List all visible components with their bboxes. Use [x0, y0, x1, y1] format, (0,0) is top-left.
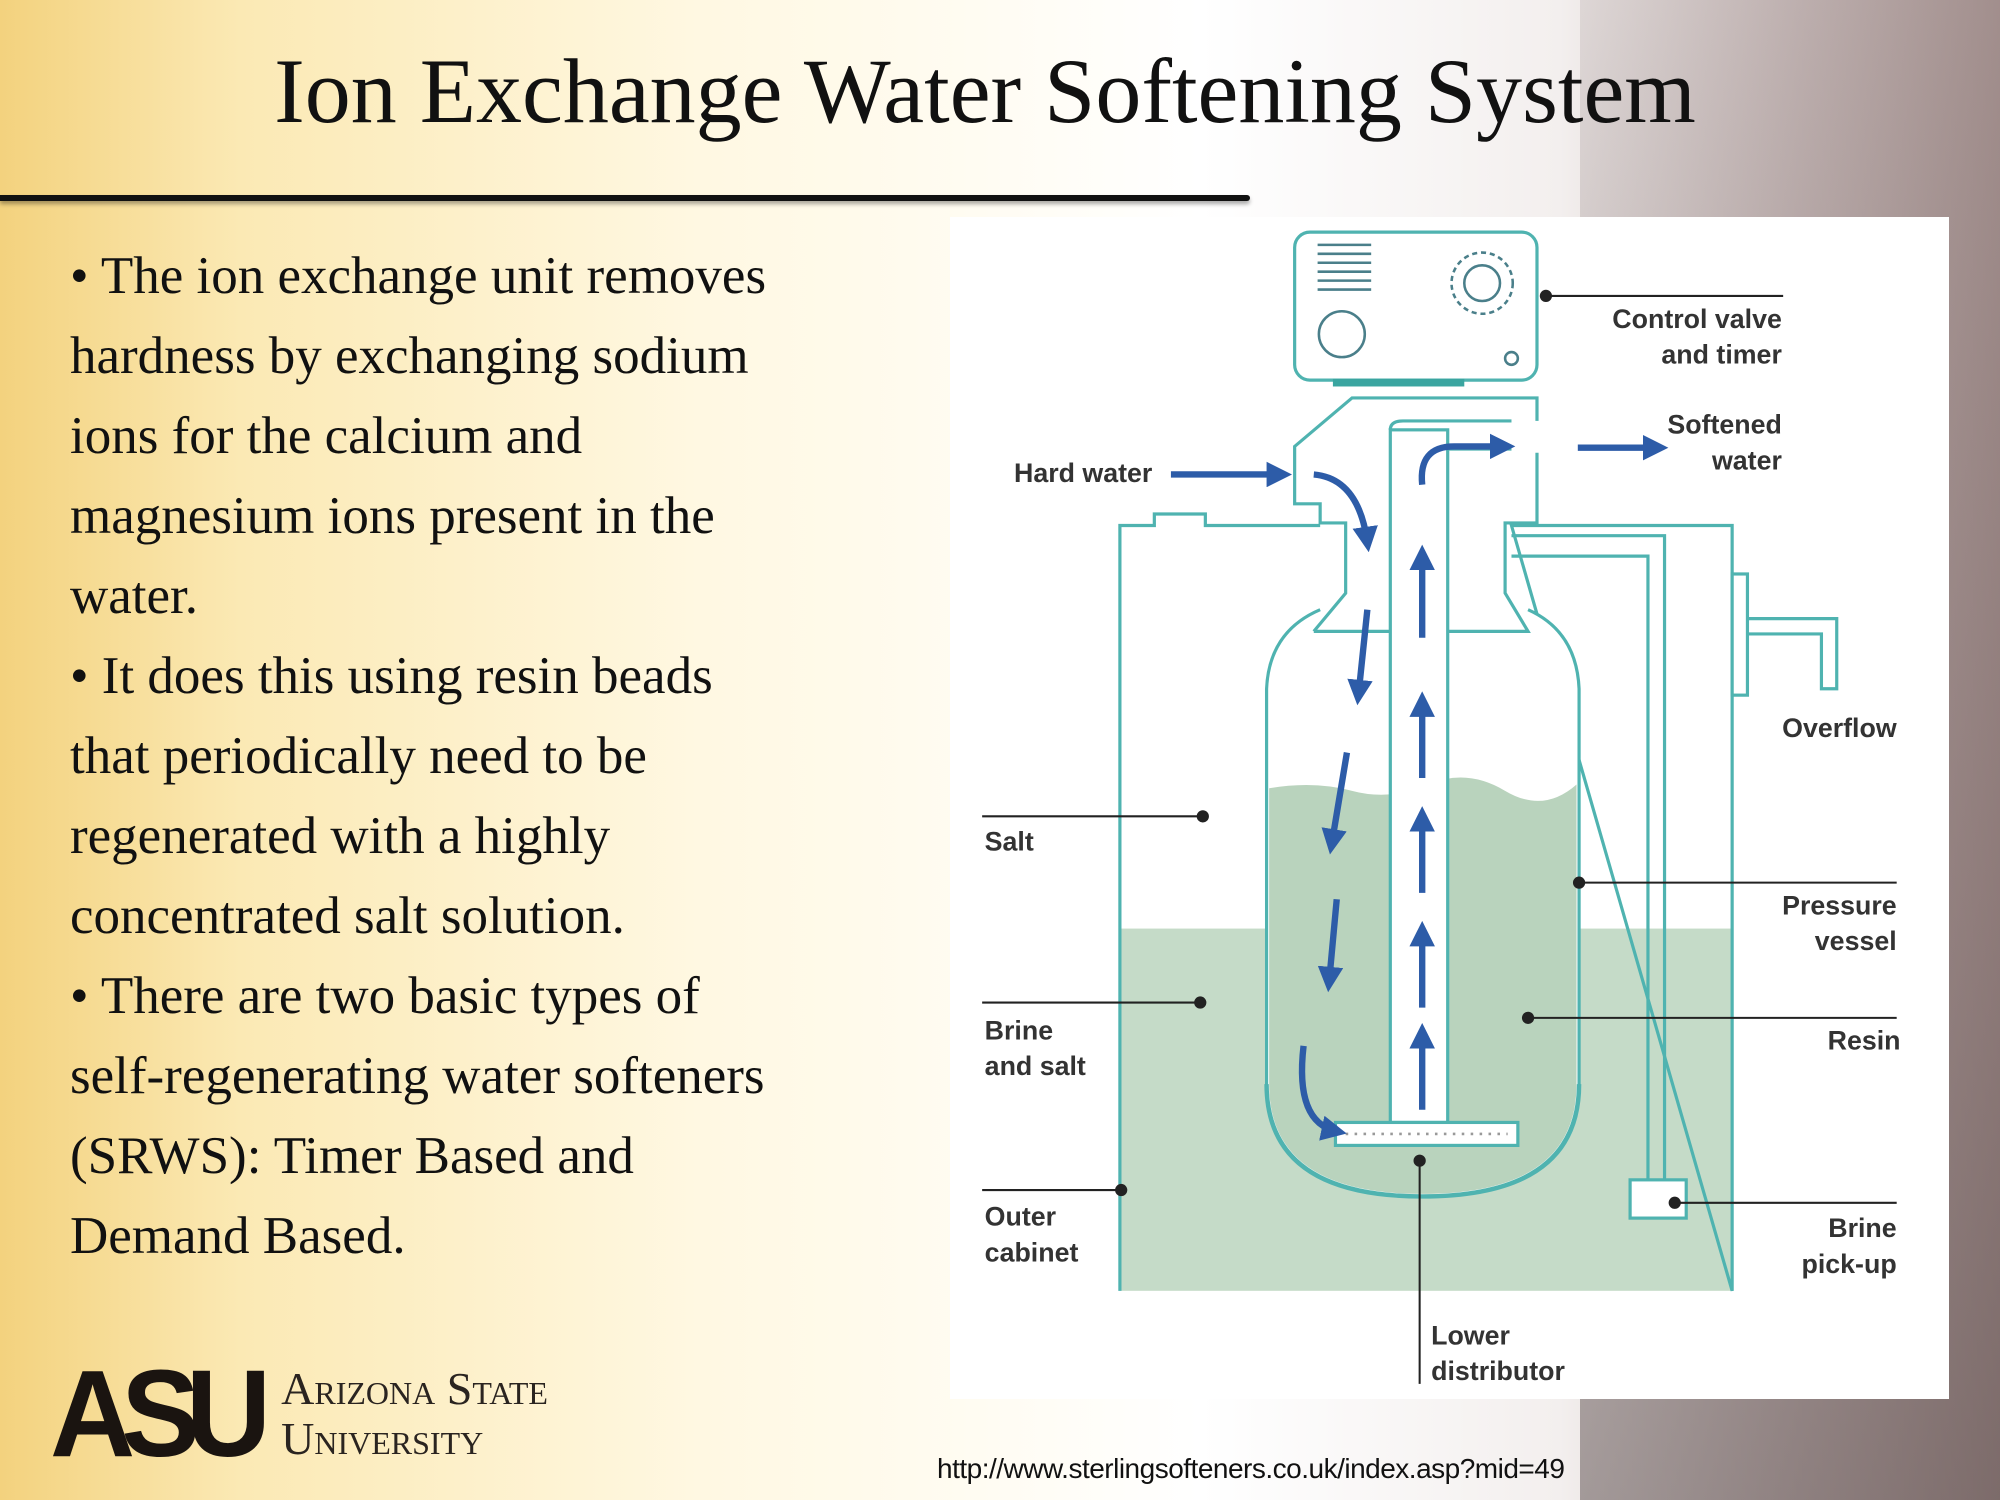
text-line: that periodically need to be — [70, 727, 647, 785]
label-brine-pickup: Brine — [1828, 1213, 1896, 1243]
label-control-valve: Control valve — [1612, 304, 1782, 334]
label-softened-water: Softened — [1667, 410, 1781, 440]
label-resin: Resin — [1828, 1026, 1901, 1056]
bullet-text: • The ion exchange unit removes hardness… — [70, 236, 766, 1276]
overflow-pipe — [1747, 617, 1839, 691]
text-line: regenerated with a highly — [70, 807, 611, 865]
overflow-fitting — [1730, 572, 1750, 697]
title-divider — [0, 195, 1250, 201]
label-salt: Salt — [985, 827, 1034, 857]
label-brine-salt: and salt — [985, 1051, 1086, 1081]
asu-logo: ASU Arizona State University — [50, 1344, 548, 1484]
asu-logo-line1: Arizona State — [281, 1363, 548, 1414]
label-pressure-vessel: vessel — [1815, 926, 1897, 956]
text-line: magnesium ions present in the — [70, 487, 715, 545]
brine-line — [1511, 534, 1667, 1180]
source-url: http://www.sterlingsofteners.co.uk/index… — [937, 1453, 1565, 1484]
text-line: concentrated salt solution. — [70, 887, 625, 945]
asu-logo-mark: ASU — [50, 1344, 271, 1484]
text-line: • The ion exchange unit removes — [70, 247, 767, 305]
label-overflow: Overflow — [1782, 713, 1897, 743]
text-line: hardness by exchanging sodium — [70, 327, 749, 385]
text-line: • There are two basic types of — [70, 967, 700, 1025]
flow-arrows — [1170, 433, 1669, 1141]
text-line: Demand Based. — [70, 1207, 406, 1265]
label-pressure-vessel: Pressure — [1782, 891, 1897, 921]
label-outer-cabinet: cabinet — [985, 1237, 1079, 1267]
slide-title: Ion Exchange Water Softening System — [274, 40, 1696, 142]
text-line: (SRWS): Timer Based and — [70, 1127, 634, 1185]
text-line: • It does this using resin beads — [70, 647, 713, 705]
label-lower-distributor: distributor — [1431, 1356, 1565, 1386]
text-line: water. — [70, 567, 199, 625]
label-brine-pickup: pick-up — [1802, 1249, 1897, 1279]
text-line: ions for the calcium and — [70, 407, 583, 465]
label-lower-distributor: Lower — [1431, 1320, 1510, 1350]
label-outer-cabinet: Outer — [985, 1202, 1057, 1232]
text-line: self-regenerating water softeners — [70, 1047, 765, 1105]
label-hard-water: Hard water — [1014, 458, 1153, 488]
outer-cabinet — [1118, 512, 1734, 1292]
label-softened-water: water — [1711, 445, 1783, 475]
label-control-valve: and timer — [1661, 340, 1782, 370]
label-brine-salt: Brine — [985, 1016, 1053, 1046]
asu-logo-line2: University — [281, 1413, 484, 1464]
